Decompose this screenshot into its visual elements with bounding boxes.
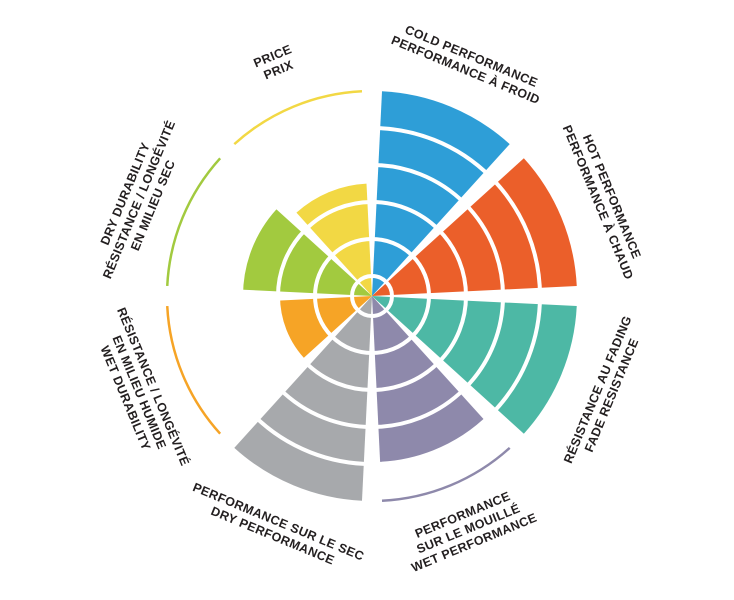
max-arcs-layer [165, 89, 511, 503]
sector-dry-performance-wedge [234, 296, 372, 501]
sector-dry-durability-max-arc [165, 157, 222, 287]
sector-hot-performance-wedge [372, 158, 577, 296]
level-ring-4 [202, 126, 542, 466]
sector-price-wedge [296, 183, 372, 296]
sector-wet-durability-max-arc [165, 305, 222, 435]
sector-wet-performance-max-arc [381, 446, 511, 503]
level-ring-1 [313, 237, 431, 355]
level-ring-2 [276, 200, 468, 392]
sector-cold-performance-wedge [372, 91, 510, 296]
sector-fade-resistance-wedge [372, 296, 577, 434]
sector-wet-performance-wedge [372, 296, 485, 464]
wedges-layer [234, 91, 577, 501]
rings-layer [202, 126, 542, 466]
sector-dry-durability-wedge [241, 208, 372, 296]
sector-price-max-arc [233, 89, 363, 146]
level-ring-3 [239, 163, 505, 429]
level-ring-0 [350, 274, 394, 318]
